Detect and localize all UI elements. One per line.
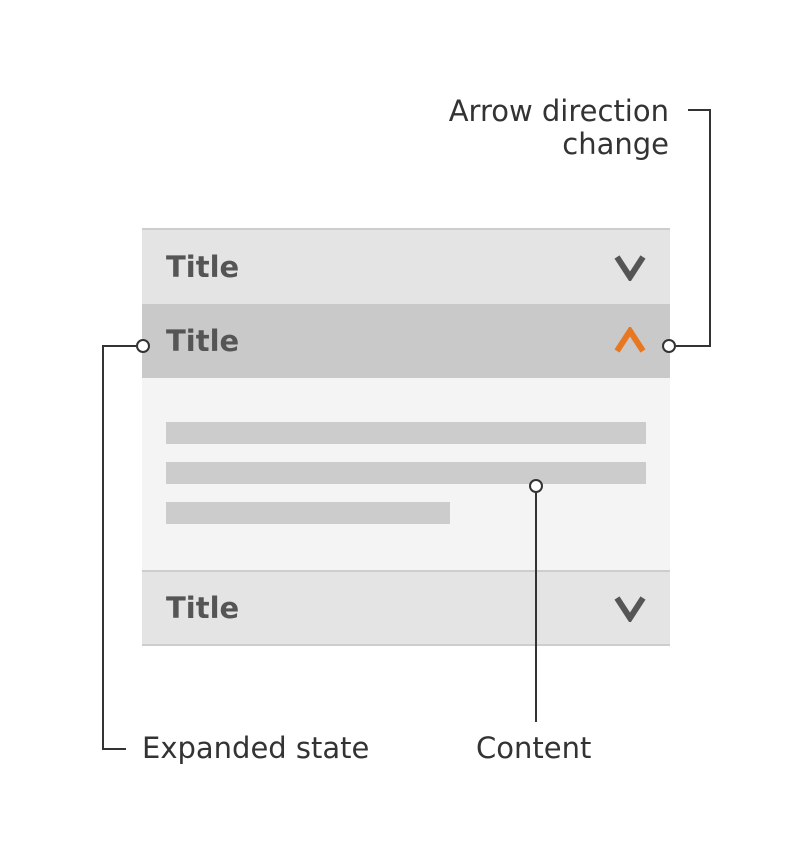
leader-expanded-state xyxy=(102,345,136,750)
leader-arrow-direction xyxy=(676,109,711,347)
callout-expanded-state: Expanded state xyxy=(142,731,370,765)
content-placeholder-line xyxy=(166,462,646,484)
callout-content: Content xyxy=(476,731,592,765)
accordion-header-title: Title xyxy=(166,250,240,284)
chevron-down-icon xyxy=(614,596,646,622)
accordion-header-2-expanded[interactable]: Title xyxy=(142,304,670,378)
content-placeholder-line xyxy=(166,502,450,524)
callout-arrow-line-2: change xyxy=(562,127,669,161)
content-placeholder-line xyxy=(166,422,646,444)
callout-arrow-direction-change: Arrow direction change xyxy=(449,95,669,161)
accordion: Title Title Title xyxy=(142,228,670,646)
accordion-header-3[interactable]: Title xyxy=(142,570,670,646)
callout-arrow-line-1: Arrow direction xyxy=(448,94,669,128)
accordion-header-1[interactable]: Title xyxy=(142,228,670,304)
accordion-expanded-content xyxy=(142,378,670,570)
accordion-header-title: Title xyxy=(166,591,240,625)
chevron-up-icon xyxy=(614,327,646,353)
accordion-header-title: Title xyxy=(166,324,240,358)
chevron-down-icon xyxy=(614,255,646,281)
